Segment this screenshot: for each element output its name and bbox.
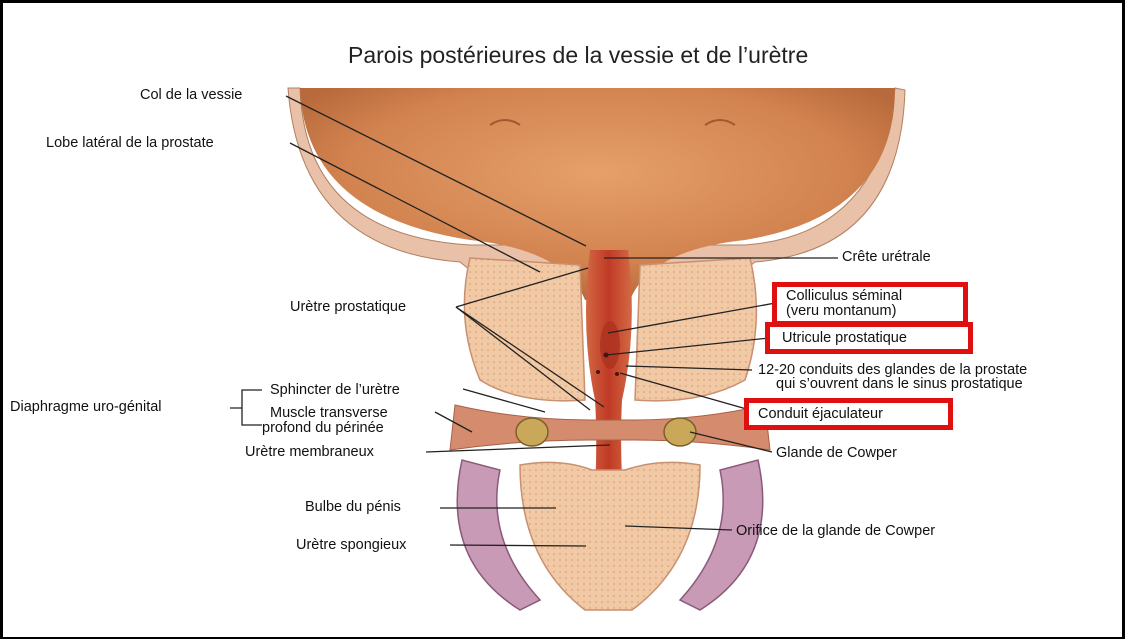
- label-col-vessie: Col de la vessie: [140, 88, 242, 103]
- label-conduit-ejaculateur: Conduit éjaculateur: [758, 407, 883, 422]
- label-crete-uretrale: Crête urétrale: [842, 250, 931, 265]
- prostate-right-lobe: [635, 258, 756, 401]
- label-uretre-prostatique: Urètre prostatique: [290, 300, 406, 315]
- label-conduits-2: qui s’ouvrent dans le sinus prostatique: [776, 377, 1023, 392]
- colliculus: [600, 321, 620, 369]
- label-muscle-transverse-2: profond du périnée: [262, 421, 384, 436]
- diagram-title: Parois postérieures de la vessie et de l…: [348, 42, 808, 69]
- label-sphincter: Sphincter de l’urètre: [270, 383, 400, 398]
- label-colliculus-2: (veru montanum): [786, 304, 896, 319]
- label-glande-cowper: Glande de Cowper: [776, 446, 897, 461]
- label-bulbe-penis: Bulbe du pénis: [305, 500, 401, 515]
- label-uretre-membraneux: Urètre membraneux: [245, 445, 374, 460]
- cowper-gland-left: [516, 418, 548, 446]
- diaphragm-bracket: [230, 390, 262, 425]
- label-muscle-transverse: Muscle transverse: [270, 406, 388, 421]
- label-lobe-lateral: Lobe latéral de la prostate: [46, 136, 214, 151]
- label-uretre-spongieux: Urètre spongieux: [296, 538, 406, 553]
- ejaculatory-duct-dot: [596, 370, 600, 374]
- label-diaphragme: Diaphragme uro-génital: [10, 400, 162, 415]
- penile-bulb: [520, 462, 700, 610]
- ejaculatory-duct-dot: [615, 372, 619, 376]
- label-utricule: Utricule prostatique: [782, 331, 907, 346]
- prostate-left-lobe: [464, 258, 585, 401]
- label-orifice-cowper: Orifice de la glande de Cowper: [736, 524, 935, 539]
- label-colliculus: Colliculus séminal: [786, 289, 902, 304]
